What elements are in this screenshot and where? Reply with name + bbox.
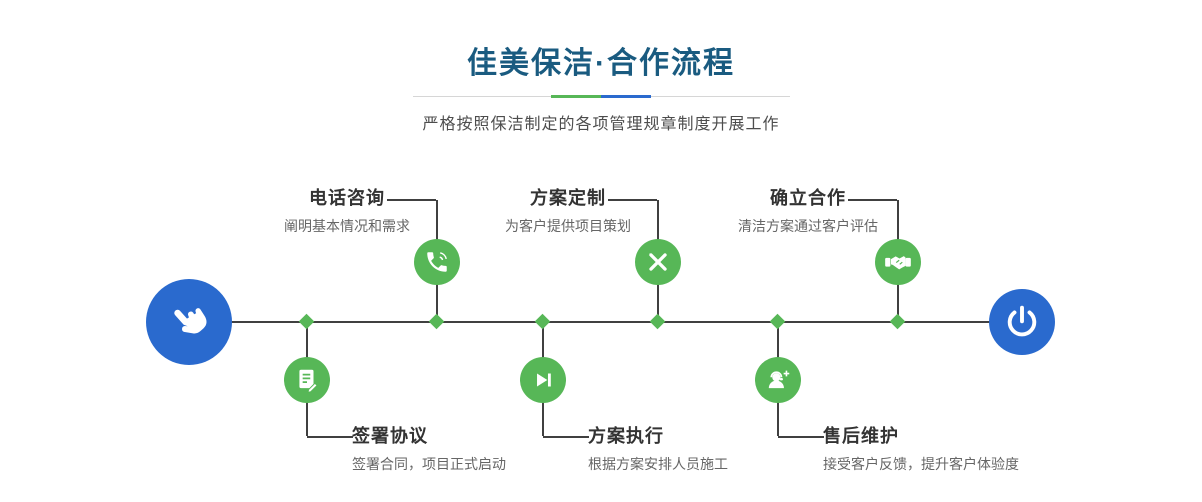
connector-line bbox=[543, 436, 589, 438]
step-title: 签署协议 bbox=[352, 426, 428, 446]
timeline-marker bbox=[534, 313, 551, 330]
contract-icon bbox=[294, 367, 320, 393]
play-icon bbox=[530, 367, 556, 393]
connector-line bbox=[848, 199, 897, 201]
page-title: 佳美保洁·合作流程 bbox=[467, 47, 735, 80]
timeline-end-node bbox=[989, 289, 1055, 355]
step-plan-customize: 方案定制 为客户提供项目策划 bbox=[468, 186, 668, 236]
step-title: 方案定制 bbox=[530, 188, 606, 208]
handshake-icon bbox=[884, 248, 912, 276]
step-sign-agreement: 签署协议 签署合同，项目正式启动 bbox=[352, 424, 652, 474]
step-desc: 阐明基本情况和需求 bbox=[284, 218, 410, 234]
timeline-marker bbox=[769, 313, 786, 330]
connector-line bbox=[387, 199, 436, 201]
page-subtitle: 严格按照保洁制定的各项管理规章制度开展工作 bbox=[422, 116, 780, 133]
step-desc: 接受客户反馈，提升客户体验度 bbox=[823, 456, 1019, 472]
step-title: 确立合作 bbox=[770, 188, 846, 208]
step-after-sales: 售后维护 接受客户反馈，提升客户体验度 bbox=[823, 424, 1123, 474]
step-node-plan-customize bbox=[635, 239, 681, 285]
step-title: 方案执行 bbox=[588, 426, 664, 446]
phone-icon bbox=[424, 249, 450, 275]
step-desc: 清洁方案通过客户评估 bbox=[738, 218, 878, 234]
step-node-plan-execute bbox=[520, 357, 566, 403]
connector-line bbox=[778, 436, 824, 438]
timeline-marker bbox=[889, 313, 906, 330]
connector-line bbox=[307, 436, 353, 438]
design-pen-icon bbox=[645, 249, 671, 275]
timeline-marker bbox=[428, 313, 445, 330]
title-divider-blue-accent bbox=[601, 95, 651, 98]
step-title: 售后维护 bbox=[823, 426, 899, 446]
step-title: 电话咨询 bbox=[309, 188, 385, 208]
headset-icon bbox=[765, 367, 791, 393]
timeline-line bbox=[190, 321, 1026, 323]
step-cooperation: 确立合作 清洁方案通过客户评估 bbox=[708, 186, 908, 236]
connector-line bbox=[608, 199, 657, 201]
timeline-start-node bbox=[146, 279, 232, 365]
step-phone-consult: 电话咨询 阐明基本情况和需求 bbox=[247, 186, 447, 236]
step-desc: 签署合同，项目正式启动 bbox=[352, 456, 506, 472]
timeline-marker bbox=[649, 313, 666, 330]
step-desc: 为客户提供项目策划 bbox=[505, 218, 631, 234]
step-node-phone-consult bbox=[414, 239, 460, 285]
hand-pointer-icon bbox=[157, 290, 222, 355]
step-desc: 根据方案安排人员施工 bbox=[588, 456, 728, 472]
step-node-after-sales bbox=[755, 357, 801, 403]
step-node-sign-agreement bbox=[284, 357, 330, 403]
title-divider-green-accent bbox=[551, 95, 601, 98]
timeline-marker bbox=[298, 313, 315, 330]
step-plan-execute: 方案执行 根据方案安排人员施工 bbox=[588, 424, 888, 474]
power-icon bbox=[1004, 304, 1040, 340]
step-node-cooperation bbox=[875, 239, 921, 285]
